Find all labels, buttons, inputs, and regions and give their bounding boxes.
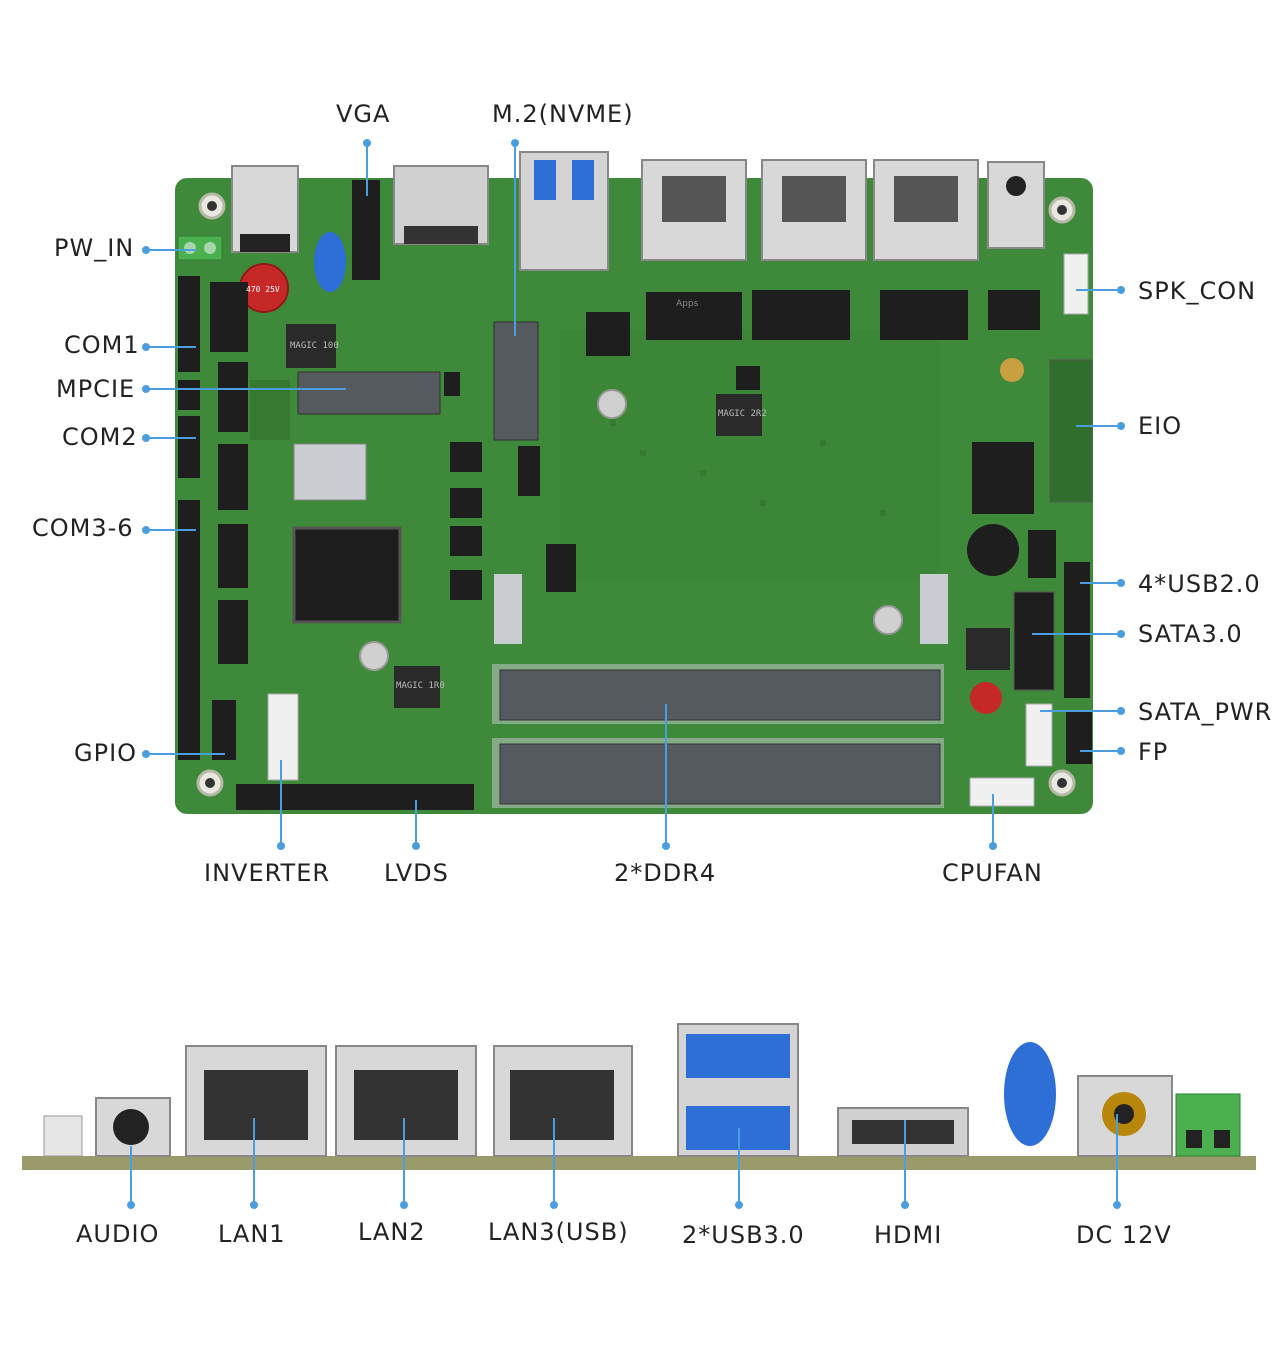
left-chips [218, 362, 248, 664]
lvds-header [236, 784, 474, 810]
label-sata30: SATA3.0 [1138, 620, 1243, 648]
label-ddr4: 2*DDR4 [614, 859, 717, 887]
inductor-right [966, 628, 1010, 670]
right-headers [1028, 530, 1092, 764]
label-com1: COM1 [64, 331, 140, 359]
label-audio: AUDIO [76, 1220, 160, 1248]
label-lvds: LVDS [384, 859, 449, 887]
mounting-holes [196, 192, 1076, 797]
audio-jack-top [987, 161, 1045, 249]
label-mpcie: MPCIE [56, 375, 136, 403]
sim-slot [293, 443, 367, 501]
label-com2: COM2 [62, 423, 138, 451]
top-callouts [142, 139, 1125, 850]
battery-pin [1000, 358, 1024, 382]
small-capacitor [970, 682, 1002, 714]
label-dc12v: DC 12V [1076, 1221, 1172, 1249]
label-usb20: 4*USB2.0 [1138, 570, 1261, 598]
lan-jacks-top [641, 159, 979, 261]
label-lan3: LAN3(USB) [488, 1218, 629, 1246]
label-usb30: 2*USB3.0 [682, 1221, 805, 1249]
blue-capacitor [314, 232, 346, 292]
label-lan1: LAN1 [218, 1220, 286, 1248]
ddr4-slots [492, 664, 944, 808]
inductor-top [286, 324, 336, 368]
label-hdmi: HDMI [874, 1221, 943, 1249]
usb3-top [519, 151, 609, 271]
label-m2: M.2(NVME) [492, 100, 634, 128]
label-pw-in: PW_IN [54, 234, 135, 262]
label-gpio: GPIO [74, 739, 138, 767]
label-eio: EIO [1138, 412, 1183, 440]
blue-capacitor-side [1004, 1042, 1056, 1146]
mid-chips [450, 312, 1034, 600]
sata-port [1013, 591, 1055, 691]
side-board [22, 1023, 1256, 1170]
eio-connector [1049, 359, 1093, 503]
label-inverter: INVERTER [204, 859, 331, 887]
label-lan2: LAN2 [358, 1218, 426, 1246]
pcb-texture [250, 330, 940, 580]
ram-clips [494, 574, 948, 644]
label-cpufan: CPUFAN [942, 859, 1043, 887]
label-vga: VGA [336, 100, 391, 128]
mpcie-slot [297, 371, 441, 415]
white-connectors [267, 253, 1089, 807]
m2-slot [493, 321, 539, 441]
label-sata-pwr: SATA_PWR [1138, 698, 1273, 726]
label-com36: COM3-6 [32, 514, 134, 542]
terminal-side [1175, 1093, 1241, 1157]
inductor-low [394, 666, 440, 708]
main-chip [292, 526, 402, 624]
label-spk-con: SPK_CON [1138, 277, 1257, 305]
side-callouts [127, 1114, 1121, 1209]
vga-header [352, 180, 380, 280]
pcb-side [22, 1156, 1256, 1170]
inductor-mid [716, 394, 762, 436]
lan-chips [646, 290, 1040, 340]
buzzer [967, 524, 1019, 576]
top-board [175, 151, 1093, 814]
label-fp: FP [1138, 738, 1169, 766]
pcb-top [175, 178, 1093, 814]
